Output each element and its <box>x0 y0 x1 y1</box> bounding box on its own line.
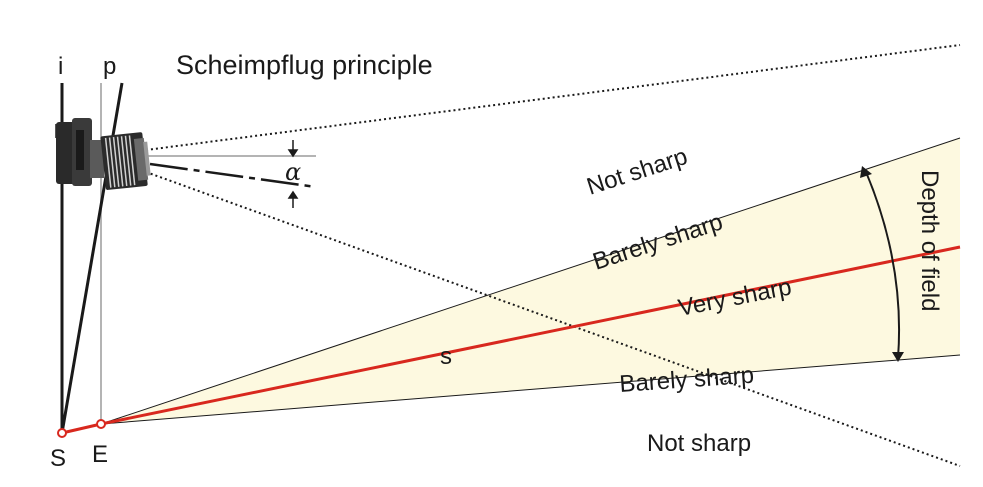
diagram-title: Scheimpflug principle <box>176 50 433 80</box>
fov-upper-line <box>145 44 961 151</box>
focus-plane-line-left <box>61 422 102 435</box>
point-s-marker <box>57 428 67 438</box>
dof-upper-edge <box>100 137 961 425</box>
fov-lower-line <box>145 171 961 467</box>
label-depth-of-field: Depth of field <box>916 170 943 311</box>
label-point-e: E <box>92 441 108 468</box>
optical-axis <box>149 162 317 189</box>
focus-plane-line <box>100 245 961 426</box>
zone-not-sharp-bottom: Not sharp <box>647 430 751 457</box>
depth-of-field-arc <box>860 166 904 362</box>
label-lens-plane: p <box>103 53 116 80</box>
camera-icon <box>55 118 151 190</box>
label-image-plane: i <box>58 53 63 80</box>
angle-arrows <box>287 140 299 208</box>
point-e-marker <box>96 419 106 429</box>
zone-not-sharp-top: Not sharp <box>584 143 691 201</box>
dof-lower-edge <box>100 354 961 425</box>
label-focus-plane: s <box>440 343 452 370</box>
label-point-s: S <box>50 445 66 472</box>
label-angle: α <box>285 158 301 186</box>
